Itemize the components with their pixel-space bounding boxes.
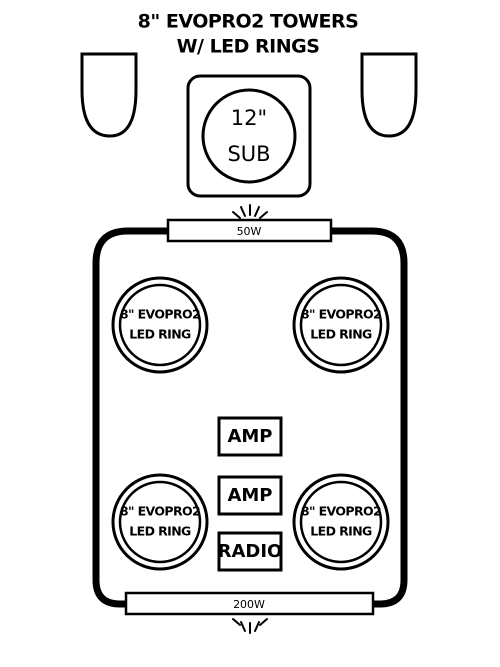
led-ring-label-line-2: LED RING — [310, 524, 372, 539]
bottom-light-glow-icon — [232, 618, 268, 634]
radio-label: RADIO — [218, 541, 283, 562]
subwoofer-label: SUB — [227, 142, 270, 166]
right-tower-speaker-icon — [360, 52, 418, 138]
bottom-light-strip-label: 200W — [233, 598, 265, 611]
subwoofer-cone — [201, 88, 297, 184]
led-ring-speaker-front-left: 8" EVOPRO2 LED RING — [111, 276, 209, 374]
left-tower-speaker-icon — [80, 52, 138, 138]
led-ring-label-line-1: 8" EVOPRO2 — [301, 307, 381, 322]
led-ring-label-line-1: 8" EVOPRO2 — [120, 504, 200, 519]
amp-label-1: AMP — [227, 426, 272, 447]
amp-box-1 — [217, 416, 283, 457]
led-ring-speaker-front-right: 8" EVOPRO2 LED RING — [292, 276, 390, 374]
amp-label-2: AMP — [227, 485, 272, 506]
led-ring-label-line-2: LED RING — [310, 327, 372, 342]
radio-box — [217, 531, 283, 572]
led-ring-speaker-rear-left: 8" EVOPRO2 LED RING — [111, 473, 209, 571]
top-light-strip — [166, 218, 333, 243]
led-ring-label-line-1: 8" EVOPRO2 — [120, 307, 200, 322]
amp-box-2 — [217, 475, 283, 516]
subwoofer-size-label: 12" — [231, 106, 267, 130]
diagram-title-line-1: 8" EVOPRO2 TOWERS — [138, 11, 359, 33]
deck-outline — [92, 227, 408, 608]
bottom-light-strip — [124, 591, 375, 616]
led-ring-label-line-2: LED RING — [129, 327, 191, 342]
led-ring-label-line-1: 8" EVOPRO2 — [301, 504, 381, 519]
diagram-title-line-2: W/ LED RINGS — [177, 36, 320, 58]
led-ring-label-line-2: LED RING — [129, 524, 191, 539]
led-ring-speaker-rear-right: 8" EVOPRO2 LED RING — [292, 473, 390, 571]
top-light-glow-icon — [232, 204, 268, 219]
top-light-strip-label: 50W — [237, 225, 262, 238]
